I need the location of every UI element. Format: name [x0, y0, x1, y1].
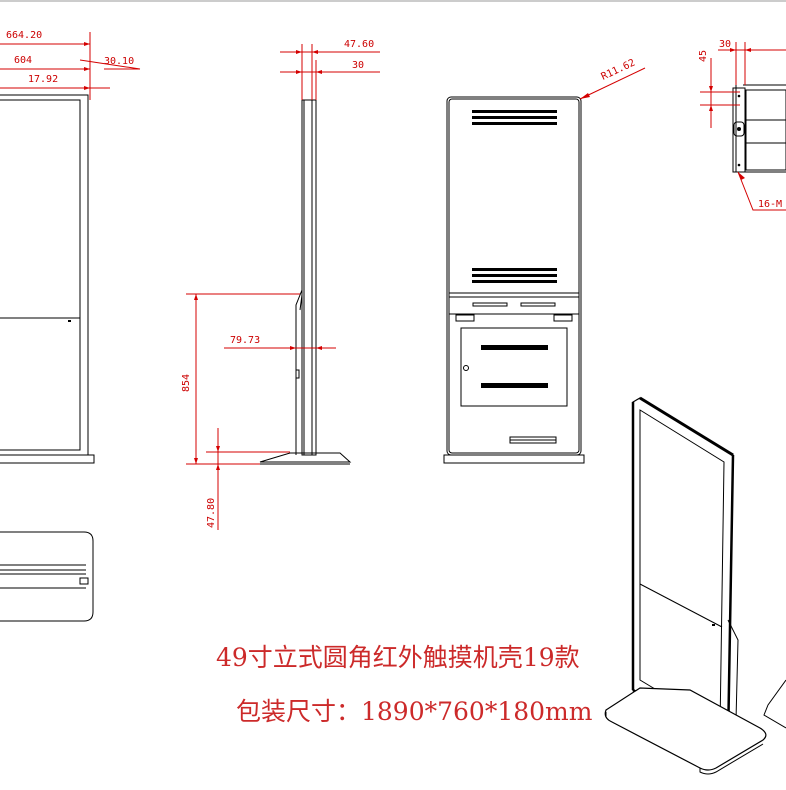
dim-bracket-offset: 45	[698, 50, 709, 62]
rear-view: R11.62	[443, 57, 646, 464]
dim-depth-total: 30.10	[104, 56, 134, 67]
dim-stand-offset: 79.73	[230, 335, 260, 346]
bracket-detail: 45 30 16-M	[698, 39, 786, 211]
dim-bezel: 17.92	[28, 74, 58, 85]
dim-hole-label: 16-M	[758, 199, 782, 210]
front-view: 664.20 604 30.10 17.92	[0, 30, 141, 464]
caption: 49寸立式圆角红外触摸机壳19款 包装尺寸：1890*760*180mm	[216, 643, 593, 726]
caption-title: 49寸立式圆角红外触摸机壳19款	[216, 643, 580, 672]
upper-vents	[472, 110, 557, 283]
dim-side-thickness: 30	[352, 60, 364, 71]
dim-width-overall: 664.20	[6, 30, 42, 41]
dim-bracket-width: 30	[719, 39, 731, 50]
perspective-view	[604, 396, 786, 775]
base-detail-view	[0, 531, 94, 622]
side-dimensions: 47.60 30 854 79.73 47.80	[181, 39, 380, 530]
caption-package: 包装尺寸：1890*760*180mm	[236, 697, 593, 726]
front-dimensions: 664.20 604 30.10 17.92	[0, 30, 141, 100]
dim-side-depth: 47.60	[344, 39, 374, 50]
side-view: 47.60 30 854 79.73 47.80	[181, 39, 380, 530]
dim-base-height: 47.80	[206, 498, 217, 528]
dim-height-lower: 854	[181, 374, 192, 392]
dim-corner-radius: R11.62	[600, 57, 637, 82]
dim-width-screen: 604	[14, 55, 32, 66]
